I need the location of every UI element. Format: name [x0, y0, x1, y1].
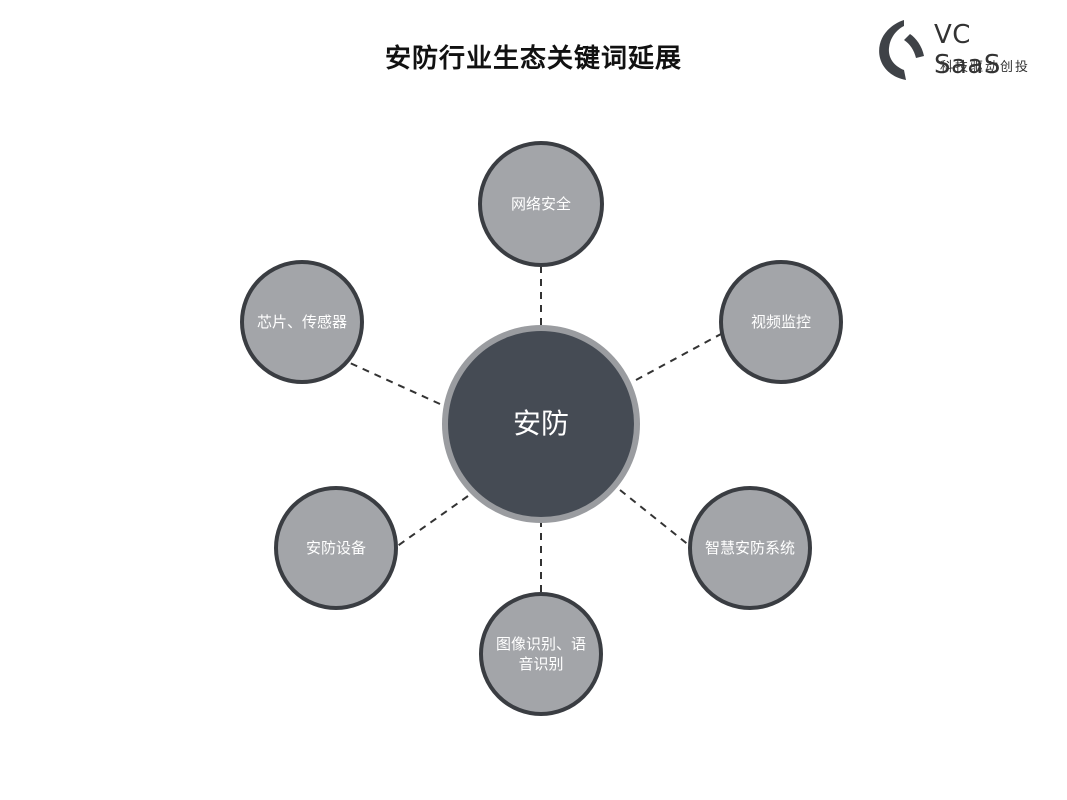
- node-circle-network-security: [478, 141, 604, 267]
- node-label-security-equipment: 安防设备: [305, 539, 366, 557]
- logo-name: VC SaaS: [934, 20, 1001, 80]
- node-circle-chips-sensors: [240, 260, 364, 384]
- node-label-network-security: 网络安全: [510, 195, 571, 213]
- node-circle-video-surveillance: [719, 260, 843, 384]
- node-label-image-voice-recognition: 图像识别、语音识别: [495, 635, 586, 673]
- logo: VC SaaS 科技驱动创投: [874, 14, 1044, 84]
- connector-line: [635, 333, 722, 381]
- logo-mark-icon: [879, 20, 924, 80]
- logo-tagline: 科技驱动创投: [940, 60, 1031, 75]
- node-label-chips-sensors: 芯片、传感器: [256, 313, 347, 331]
- connector-line: [619, 489, 691, 547]
- node-label-video-surveillance: 视频监控: [750, 313, 811, 331]
- node-circle-security-equipment: [274, 486, 398, 610]
- center-circle: [448, 331, 634, 517]
- node-circle-smart-security-system: [688, 486, 812, 610]
- node-label-smart-security-system: 智慧安防系统: [704, 539, 795, 557]
- connector-line: [349, 362, 441, 405]
- center-label: 安防: [512, 407, 569, 440]
- node-circle-image-voice-recognition: [479, 592, 603, 716]
- page-title: 安防行业生态关键词延展: [384, 44, 682, 74]
- connector-line: [395, 495, 469, 548]
